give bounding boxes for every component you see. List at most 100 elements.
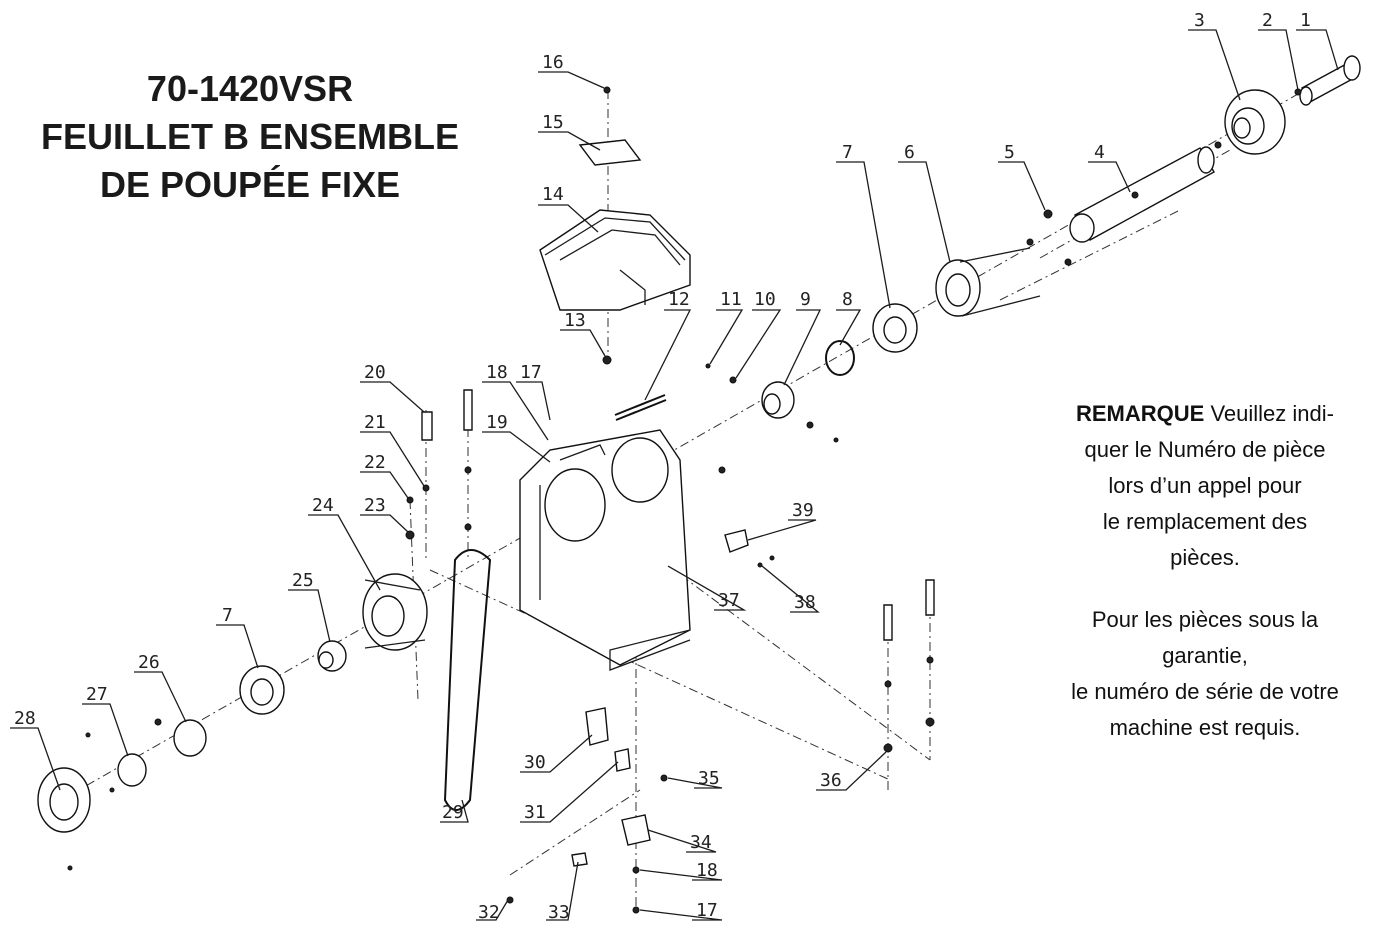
part-9-collar (761, 381, 839, 443)
bolt-long (463, 389, 473, 431)
callout-22: 22 (360, 452, 409, 499)
part-24-pulley (362, 573, 428, 651)
svg-text:26: 26 (138, 652, 160, 673)
base-axis-line (429, 569, 891, 781)
callout-34: 34 (647, 829, 717, 853)
callout-17-lower: 17 (639, 900, 723, 921)
svg-text:29: 29 (442, 802, 464, 823)
callout-9: 9 (783, 289, 822, 386)
svg-text:13: 13 (564, 310, 586, 331)
part-1-spindle-nose (1299, 55, 1361, 106)
callout-1: 1 (1296, 10, 1339, 71)
callout-36: 36 (816, 751, 887, 791)
svg-text:15: 15 (542, 112, 564, 133)
svg-text:23: 23 (364, 495, 386, 516)
callout-16: 16 (538, 52, 605, 89)
part-17-lower-screw (632, 906, 640, 914)
part-4-spindle-shaft (1069, 141, 1222, 243)
svg-text:37: 37 (718, 590, 740, 611)
callout-31: 31 (520, 761, 619, 823)
svg-text:5: 5 (1004, 142, 1015, 163)
warranty-text-1: Pour les pièces sous la (1091, 607, 1319, 632)
remark-label: REMARQUE (1076, 401, 1205, 426)
svg-text:18: 18 (696, 860, 718, 881)
diagram-model-title: 70-1420VSR (146, 68, 354, 109)
remark-text-1: Veuillez indi- (1204, 401, 1334, 426)
svg-text:19: 19 (486, 412, 508, 433)
remark-text-3: lors d’un appel pour (1108, 473, 1302, 498)
part-31-block (614, 748, 631, 772)
part-10-washer (729, 376, 737, 384)
svg-text:4: 4 (1094, 142, 1105, 163)
svg-text:39: 39 (792, 500, 814, 521)
svg-text:30: 30 (524, 752, 546, 773)
svg-text:21: 21 (364, 412, 386, 433)
callout-13: 13 (560, 310, 606, 357)
svg-text:31: 31 (524, 802, 546, 823)
screw-small-2 (1064, 258, 1072, 266)
part-23-nut (405, 530, 415, 540)
screw-small (1026, 238, 1034, 246)
callout-17-upper: 17 (516, 362, 551, 421)
callout-7-lower: 7 (216, 605, 259, 669)
svg-text:20: 20 (364, 362, 386, 383)
lower-axis-line-2 (509, 789, 641, 876)
svg-text:24: 24 (312, 495, 334, 516)
remark-text-5: pièces. (1170, 545, 1240, 570)
part-3-flange (1224, 89, 1286, 155)
callout-4: 4 (1088, 142, 1131, 193)
callout-39: 39 (747, 500, 817, 541)
callout-12: 12 (644, 289, 692, 401)
screws-37 (718, 466, 726, 474)
svg-text:22: 22 (364, 452, 386, 473)
washer-36b (883, 743, 893, 753)
washer-36d (925, 717, 935, 727)
callout-7-upper: 7 (836, 142, 891, 309)
svg-text:10: 10 (754, 289, 776, 310)
svg-text:25: 25 (292, 570, 314, 591)
part-12-pin (614, 394, 667, 421)
callout-37: 37 (667, 565, 747, 611)
svg-text:34: 34 (690, 832, 712, 853)
part-36-bolt-b (925, 579, 935, 616)
callout-8: 8 (836, 289, 862, 346)
callout-6: 6 (898, 142, 951, 263)
diagram-title-line-3: DE POUPÉE FIXE (99, 164, 401, 205)
callout-23: 23 (360, 495, 409, 533)
callout-15: 15 (538, 112, 601, 151)
washer-36a (884, 680, 892, 688)
remark-text-4: le remplacement des (1102, 509, 1308, 534)
part-6-bearing-housing (935, 247, 1041, 317)
part-30-bracket (585, 707, 609, 746)
callout-26: 26 (134, 652, 187, 723)
svg-text:38: 38 (794, 592, 816, 613)
svg-text:33: 33 (548, 902, 570, 923)
part-37-headstock-casting (519, 429, 691, 671)
part-39-switch-bracket (724, 529, 775, 568)
part-25-bushing (317, 640, 347, 672)
svg-text:14: 14 (542, 184, 564, 205)
callout-24: 24 (308, 495, 381, 591)
svg-text:27: 27 (86, 684, 108, 705)
callout-18-lower: 18 (639, 860, 723, 881)
svg-text:3: 3 (1194, 10, 1205, 31)
part-7-bearing-lower (239, 665, 285, 715)
warranty-text-3: le numéro de série de votre (1071, 679, 1339, 704)
callout-28: 28 (10, 708, 61, 791)
part-callouts: 1 2 3 4 5 6 7 8 9 10 11 12 13 14 15 16 1… (10, 10, 1339, 923)
part-21-washer (422, 484, 430, 492)
svg-text:16: 16 (542, 52, 564, 73)
svg-text:11: 11 (720, 289, 742, 310)
svg-text:6: 6 (904, 142, 915, 163)
callout-11: 11 (709, 289, 744, 365)
svg-text:2: 2 (1262, 10, 1273, 31)
axis-line-3 (999, 209, 1181, 301)
part-22-washer (406, 496, 414, 504)
callout-29: 29 (440, 799, 469, 823)
callout-30: 30 (520, 734, 593, 773)
callout-27: 27 (82, 684, 129, 757)
svg-text:8: 8 (842, 289, 853, 310)
part-13-nut (602, 355, 612, 365)
callout-3: 3 (1188, 10, 1241, 101)
